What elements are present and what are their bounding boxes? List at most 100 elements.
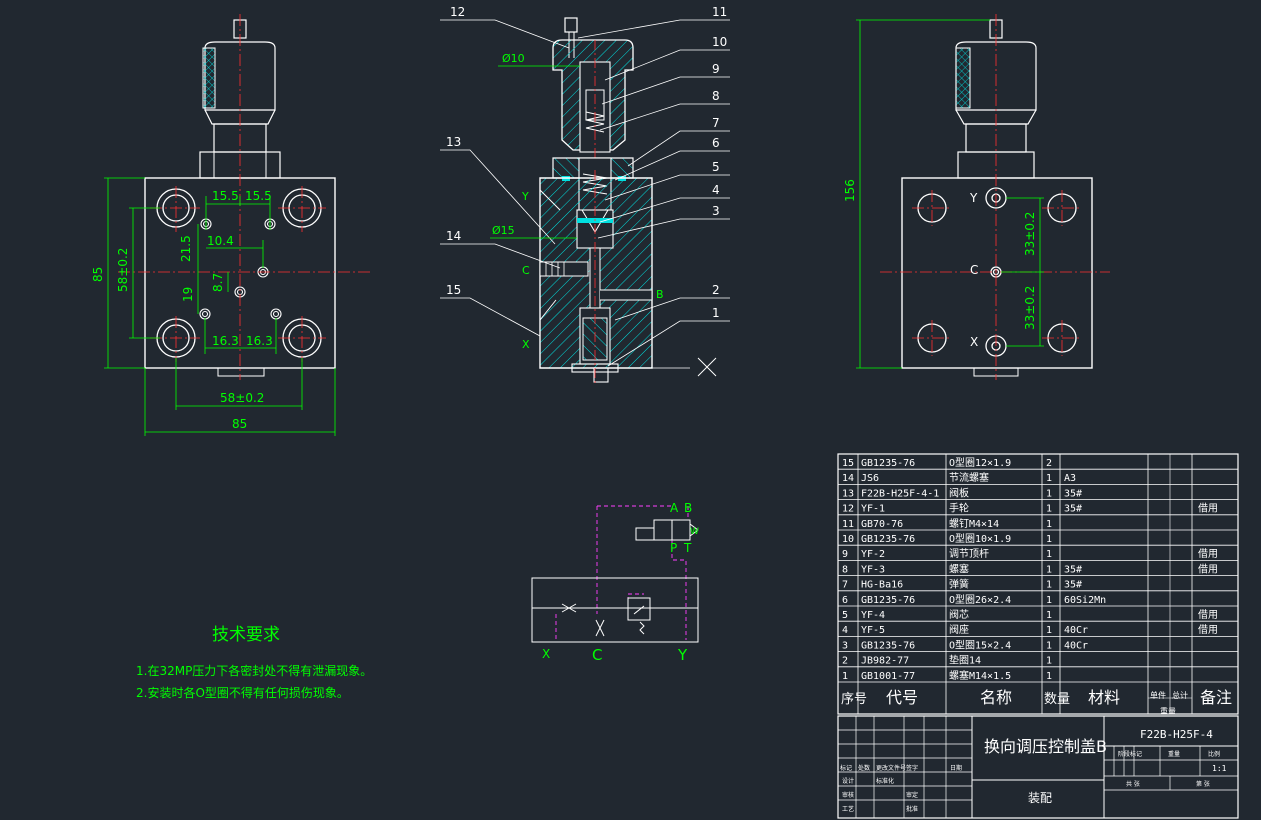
bom-cell: 手轮 — [949, 502, 969, 515]
dim-bottom-inner: 58±0.2 — [220, 391, 264, 405]
bom-cell: 1 — [1046, 488, 1052, 499]
bom-cell: 调节顶杆 — [949, 548, 989, 560]
bom-cell: JS6 — [861, 473, 879, 484]
bom-header-cell: 备注 — [1200, 688, 1232, 707]
dim-dia15: Ø15 — [492, 224, 515, 237]
bom-cell: YF-5 — [861, 625, 885, 636]
port-b-section: B — [656, 288, 664, 301]
sch-y: Y — [677, 646, 688, 664]
tb-date: 日期 — [950, 764, 962, 772]
tb-count: 处数 — [858, 764, 870, 772]
bom-cell: 35# — [1064, 564, 1082, 575]
bom-cell: GB1235-76 — [861, 458, 915, 469]
bom-cell: 12 — [842, 504, 854, 515]
bom-cell: 3 — [842, 640, 848, 651]
drawing-no: F22B-H25F-4 — [1140, 728, 1213, 741]
bom-cell: 35# — [1064, 488, 1082, 499]
bom-cell: O型圈10×1.9 — [949, 532, 1011, 545]
tb-process: 工艺 — [842, 805, 854, 813]
bom-cell: 11 — [842, 519, 854, 530]
dim-vert-b: 8.7 — [211, 273, 225, 292]
bom-cell: GB1235-76 — [861, 534, 915, 545]
section-view: 12 11 10 9 8 7 6 5 4 3 2 1 13 14 15 Ø10 … — [440, 5, 730, 385]
dim-height: 156 — [843, 179, 857, 202]
tb-standard: 标准化 — [876, 777, 894, 785]
bom-cell: 5 — [842, 610, 848, 621]
dim-mid: 10.4 — [207, 234, 234, 248]
bom-cell: YF-3 — [861, 564, 885, 575]
dim-top-right: 15.5 — [245, 189, 272, 203]
bom-header-cell: 名称 — [980, 688, 1012, 707]
bom-cell: 借用 — [1198, 609, 1218, 621]
bom-cell: YF-1 — [861, 504, 885, 515]
bom-cell: 1 — [1046, 625, 1052, 636]
front-view: 15.5 15.5 10.4 21.5 8.7 19 16.3 16.3 85 … — [91, 14, 372, 436]
sch-t: T — [683, 541, 692, 555]
bom-cell: F22B-H25F-4-1 — [861, 488, 939, 499]
bom-cell: GB70-76 — [861, 519, 903, 530]
tb-mark: 标记 — [840, 764, 852, 772]
bom-cell: 14 — [842, 473, 854, 484]
bom-cell: 借用 — [1198, 563, 1218, 575]
dim-side-height: 85 — [91, 267, 105, 282]
tech-note-1: 1.在32MP压力下各密封处不得有泄漏现象。 — [136, 663, 372, 678]
balloon-11: 11 — [712, 5, 727, 19]
tech-requirements: 技术要求 1.在32MP压力下各密封处不得有泄漏现象。 2.安装时各O型圈不得有… — [136, 625, 372, 700]
bom-cell: 1 — [1046, 595, 1052, 606]
bom-cell: 借用 — [1198, 548, 1218, 560]
bom-header-cell: 材料 — [1088, 688, 1120, 707]
bom-cell: O型圈12×1.9 — [949, 456, 1011, 469]
tb-sheets-total: 共 张 — [1126, 780, 1140, 788]
bom-cell: 1 — [1046, 671, 1052, 682]
dim-upper: 33±0.2 — [1023, 212, 1037, 256]
bom-cell: 2 — [1046, 458, 1052, 469]
bom-cell: 13 — [842, 488, 854, 499]
bom-cell: 40Cr — [1064, 640, 1088, 651]
tb-ratio: 比例 — [1208, 750, 1220, 758]
bom-cell: 8 — [842, 564, 848, 575]
bom-cell: 1 — [1046, 610, 1052, 621]
dim-side-inner: 58±0.2 — [116, 248, 130, 292]
bom-cell: 10 — [842, 534, 854, 545]
balloon-7: 7 — [712, 116, 720, 130]
bom-cell: 弹簧 — [949, 578, 969, 591]
balloon-2: 2 — [712, 283, 720, 297]
port-c-section: C — [522, 264, 530, 277]
bom-cell: 1 — [1046, 504, 1052, 515]
balloon-10: 10 — [712, 35, 727, 49]
bom-cell: 1 — [842, 671, 848, 682]
balloon-13: 13 — [446, 135, 461, 149]
bom-cell: 1 — [1046, 534, 1052, 545]
mounting-holes — [156, 188, 322, 358]
knob-knurl — [202, 47, 216, 109]
bom-cell: 35# — [1064, 504, 1082, 515]
tb-review: 审定 — [906, 791, 918, 799]
knob-body — [204, 41, 276, 111]
tb-sheet: 第 张 — [1196, 780, 1210, 788]
bom-header-cell: 总计 — [1172, 690, 1188, 700]
port-y-section: Y — [521, 190, 529, 203]
tb-design: 设计 — [842, 777, 854, 785]
drawing-title: 换向调压控制盖B — [984, 737, 1107, 756]
drawing-kind: 装配 — [1028, 791, 1052, 805]
bom-header-cell: 数量 — [1044, 692, 1070, 707]
tb-stage: 阶段标记 — [1118, 750, 1142, 758]
port-x-section: X — [522, 338, 530, 351]
balloon-9: 9 — [712, 62, 720, 76]
bom-cell: O型圈26×2.4 — [949, 593, 1011, 606]
bom-cell: 1 — [1046, 580, 1052, 591]
port-c-side: C — [970, 263, 978, 277]
bom-header-cell: 重量 — [1160, 706, 1176, 716]
bom-cell: 1 — [1046, 519, 1052, 530]
bom-cell: 借用 — [1198, 624, 1218, 636]
bom-cell: GB1001-77 — [861, 671, 915, 682]
dim-top-left: 15.5 — [212, 189, 239, 203]
dim-vert-a: 21.5 — [179, 235, 193, 262]
bom-cell: 螺钉M4×14 — [949, 518, 999, 530]
bom-cell: 2 — [842, 656, 848, 667]
balloon-8: 8 — [712, 89, 720, 103]
bom-cell: 6 — [842, 595, 848, 606]
sch-a: A — [670, 501, 679, 515]
